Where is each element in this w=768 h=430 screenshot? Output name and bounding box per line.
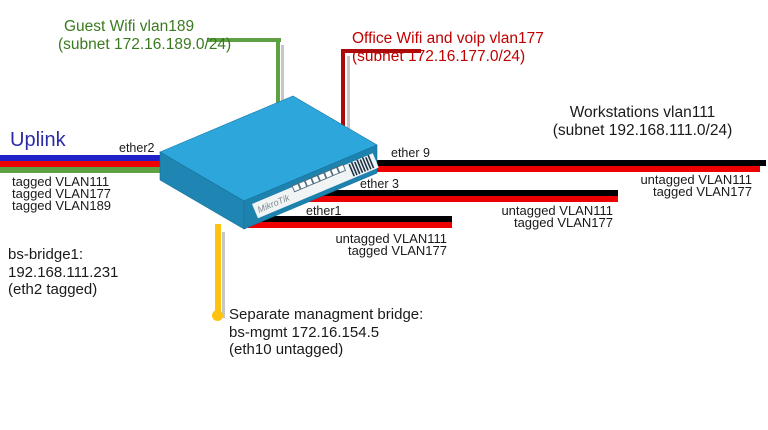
office-wifi-label: Office Wifi and voip vlan177 (subnet 172… [352,30,544,65]
office-wifi-connector-shadow [347,56,350,132]
mgmt-cable [215,224,221,314]
mgmt-bridge-label: Separate managment bridge: bs-mgmt 172.1… [229,306,423,359]
bridge1-name: bs-bridge1: [8,246,84,263]
uplink-vlan-item: tagged VLAN111 [12,174,110,189]
ether9-vlan-list: untagged VLAN111 tagged VLAN177 [640,172,752,200]
office-wifi-connector-horizontal [341,49,421,53]
bridge1-port: (eth2 tagged) [8,281,98,298]
uplink-vlan-item: tagged VLAN177 [12,186,112,202]
workstations-name: Workstations vlan111 [569,104,716,121]
vent-grille [348,154,375,177]
mgmt-port: (eth10 untagged) [229,341,344,358]
guest-wifi-name: Guest Wifi vlan189 [64,18,195,35]
uplink-line-blue [0,155,168,161]
ether3-vlan-item: untagged VLAN111 [501,203,613,218]
guest-wifi-connector-vertical [276,38,280,110]
uplink-vlan-list: tagged VLAN111 tagged VLAN177 tagged VLA… [12,174,112,214]
ether3-line-vlan111 [303,190,618,196]
uplink-line-green [0,167,162,173]
ether1-line-vlan177 [248,222,452,228]
router-device: MikroTik [159,95,379,230]
bridge1-label: bs-bridge1: 192.168.111.231 (eth2 tagged… [8,246,118,299]
mgmt-cable-shadow [222,232,225,318]
ether9-line-vlan111 [376,160,766,166]
ether1-line-vlan111 [256,216,452,222]
workstations-subnet: (subnet 192.168.111.0/24) [552,121,733,139]
ether1-vlan-item: untagged VLAN111 [335,231,447,246]
uplink-vlan-item: tagged VLAN189 [12,198,112,214]
office-wifi-name: Office Wifi and voip vlan177 [352,30,544,47]
guest-wifi-label: Guest Wifi vlan189 (subnet 172.16.189.0/… [58,18,231,53]
guest-wifi-subnet: (subnet 172.16.189.0/24) [58,35,232,53]
ether2-port-label: ether2 [119,141,155,155]
ethernet-ports [291,164,347,193]
ether3-vlan-item: tagged VLAN177 [513,215,613,231]
ether1-port-label: ether1 [306,204,342,218]
ether3-vlan-list: untagged VLAN111 tagged VLAN177 [501,203,613,231]
ether9-vlan-item: tagged VLAN177 [652,184,752,200]
ether9-port-label: ether 9 [391,146,430,160]
uplink-line-red [0,161,165,167]
ether9-vlan-item: untagged VLAN111 [640,172,752,187]
guest-wifi-connector-horizontal [207,38,281,42]
ether3-line-vlan177 [296,196,618,202]
uplink-title: Uplink [10,129,66,151]
mgmt-address: bs-mgmt 172.16.154.5 [229,323,380,341]
ether9-line-vlan177 [368,166,760,172]
mgmt-cable-dot [212,310,223,321]
workstations-label: Workstations vlan111 (subnet 192.168.111… [520,104,765,139]
ether3-port-label: ether 3 [360,177,399,191]
guest-wifi-connector-shadow [281,45,284,114]
mgmt-title: Separate managment bridge: [229,306,424,323]
office-wifi-subnet: (subnet 172.16.177.0/24) [352,47,526,65]
device-port-strip [252,153,379,219]
ether1-vlan-list: untagged VLAN111 tagged VLAN177 [335,231,447,259]
office-wifi-connector-vertical [341,49,345,128]
ether1-vlan-item: tagged VLAN177 [347,243,447,259]
bridge1-address: 192.168.111.231 [8,263,119,281]
